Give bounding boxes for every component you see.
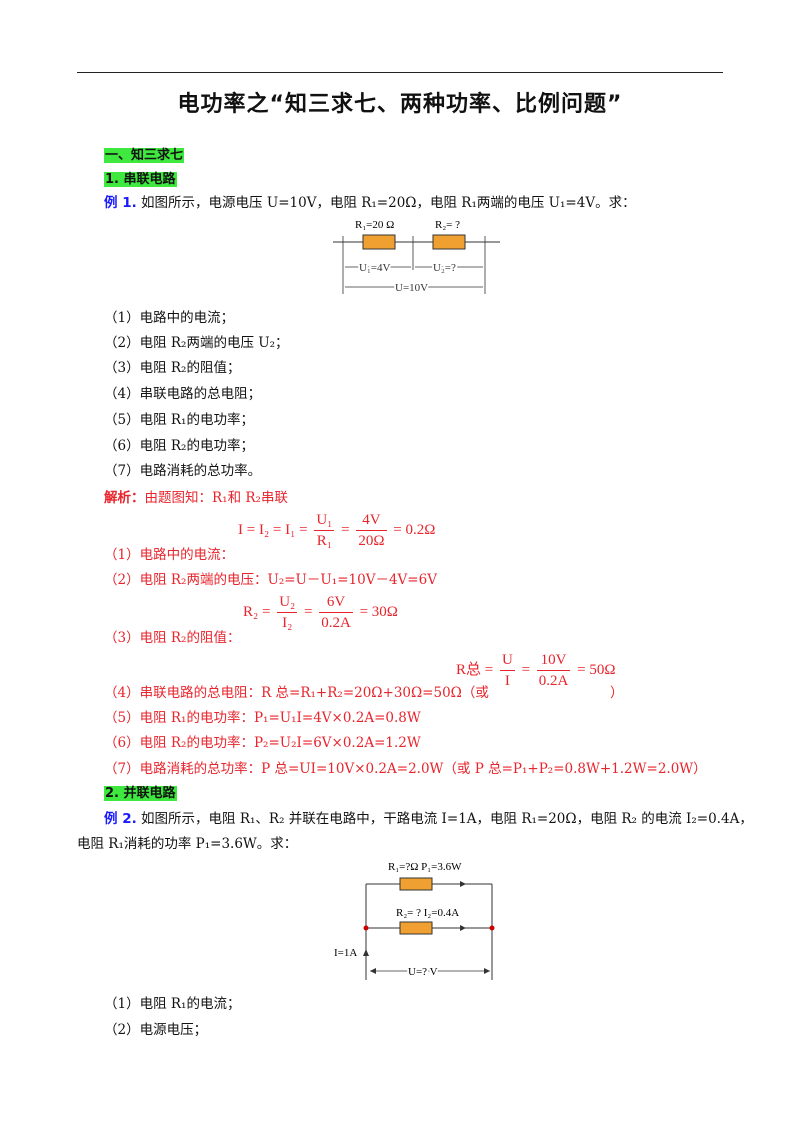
ex1-question-5: （5）电阻 R₁的电功率； xyxy=(104,412,254,428)
solution-label: 解析： xyxy=(104,490,145,506)
fig2-u-arrow-right xyxy=(484,968,490,974)
example2-line2: 电阻 R₁消耗的功率 P₁=3.6W。求： xyxy=(77,836,298,852)
solution-intro-text: 由题图知：R₁和 R₂串联 xyxy=(144,490,288,506)
top-rule xyxy=(77,72,723,73)
eq4-result: = 50Ω xyxy=(577,661,616,678)
eq1-equals: = xyxy=(341,521,350,538)
series-circuit-figure: R₁=20 Ω R₂= ? U₁=4V U₂=? U=10V xyxy=(333,219,500,296)
ex1-question-1: （1）电路中的电流； xyxy=(104,310,235,326)
fig2-mid-label: R₂= ? I₂=0.4A xyxy=(396,907,459,919)
eq1-den2: 20Ω xyxy=(358,533,385,549)
eq1-den: R₁ xyxy=(316,533,332,549)
sol-q6: （6）电阻 R₂的电功率：P₂=U₂I=6V×0.2A=1.2W xyxy=(104,735,421,751)
solution-intro: 解析：由题图知：R₁和 R₂串联 xyxy=(104,486,288,506)
eq4-den: I xyxy=(504,673,510,689)
resistor-r2 xyxy=(432,234,466,250)
equation-r2: R₂ = U₂ I₂ = 6V 0.2A = 30Ω xyxy=(243,592,398,633)
eq1-frac1: U₁ R₁ xyxy=(314,510,335,551)
eq4-equals: = xyxy=(521,661,531,678)
parallel-circuit-figure: R₁=?Ω P₁=3.6W R₂= ? I₂=0.4A I=1A U=? V xyxy=(334,861,495,980)
ex1-question-7: （7）电路消耗的总功率。 xyxy=(104,463,262,479)
resistor-r1 xyxy=(362,234,396,250)
fig1-u-label: U=10V xyxy=(395,282,428,294)
example2-label: 例 2. xyxy=(104,811,137,827)
sol-q1: （1）电路中的电流： xyxy=(104,547,235,563)
eq3-frac1: U₂ I₂ xyxy=(277,592,298,633)
section-heading: 一、知三求七 xyxy=(104,144,185,163)
eq3-frac2: 6V 0.2A xyxy=(319,592,353,633)
fig2-arrow-top xyxy=(460,881,466,887)
ex1-question-4: （4）串联电路的总电阻； xyxy=(104,386,262,402)
ex2-question-2: （2）电源电压； xyxy=(104,1022,208,1038)
eq4-den2: 0.2A xyxy=(538,673,569,689)
eq3-equals: = xyxy=(304,603,313,620)
fig2-u-arrow-left xyxy=(370,968,376,974)
subheading-parallel-text: 2. 并联电路 xyxy=(104,786,177,801)
eq4-left: R总 = xyxy=(456,661,494,678)
eq1-num: U₁ xyxy=(314,510,335,531)
eq3-den2: 0.2A xyxy=(321,615,351,631)
sol-q3: （3）电阻 R₂的阻值： xyxy=(104,630,241,646)
eq4-num: U xyxy=(499,650,515,671)
ex2-question-1: （1）电阻 R₁的电流； xyxy=(104,996,241,1012)
fig2-top-label: R₁=?Ω P₁=3.6W xyxy=(388,861,462,873)
fig1-u1-label: U₁=4V xyxy=(359,262,390,274)
page-title: 电功率之“知三求七、两种功率、比例问题” xyxy=(177,92,623,117)
fig2-u-label: U=? V xyxy=(408,966,438,978)
eq3-num: U₂ xyxy=(277,592,298,613)
ex1-question-2: （2）电阻 R₂两端的电压 U₂； xyxy=(104,335,289,351)
fig2-resistor-r2 xyxy=(399,921,433,935)
sol-q4-close: ） xyxy=(610,685,624,701)
ex1-question-3: （3）电阻 R₂的阻值； xyxy=(104,360,241,376)
sol-q7: （7）电路消耗的总功率：P 总=UI=10V×0.2A=2.0W（或 P 总=P… xyxy=(104,761,707,777)
eq1-result: = 0.2Ω xyxy=(393,521,436,538)
eq3-left: R₂ = xyxy=(243,603,271,620)
fig2-arrow-main xyxy=(363,949,369,956)
subheading-series: 1. 串联电路 xyxy=(104,168,177,187)
eq4-num2: 10V xyxy=(536,650,571,671)
sol-q5: （5）电阻 R₁的电功率：P₁=U₁I=4V×0.2A=0.8W xyxy=(104,710,421,726)
eq3-num2: 6V xyxy=(319,592,353,613)
example1-statement: 例 1. 如图所示，电源电压 U=10V，电阻 R₁=20Ω，电阻 R₁两端的电… xyxy=(104,191,636,211)
sol-q2: （2）电阻 R₂两端的电压：U₂=U－U₁=10V－4V=6V xyxy=(104,572,437,588)
example1-text: 如图所示，电源电压 U=10V，电阻 R₁=20Ω，电阻 R₁两端的电压 U₁=… xyxy=(141,195,636,211)
example2-text1: 如图所示，电阻 R₁、R₂ 并联在电路中，干路电流 I=1A，电阻 R₁=20Ω… xyxy=(141,811,753,827)
eq4-frac2: 10V 0.2A xyxy=(536,650,571,691)
eq3-den: I₂ xyxy=(282,615,293,631)
fig2-arrow-mid xyxy=(460,925,466,931)
fig1-r2-label: R₂= ? xyxy=(435,219,460,231)
sol-q4: （4）串联电路的总电阻：R 总=R₁+R₂=20Ω+30Ω=50Ω（或 xyxy=(104,685,489,701)
section-heading-text: 一、知三求七 xyxy=(104,148,185,163)
fig2-i-label: I=1A xyxy=(334,947,357,959)
example2-line1: 例 2. 如图所示，电阻 R₁、R₂ 并联在电路中，干路电流 I=1A，电阻 R… xyxy=(104,807,753,827)
subheading-series-text: 1. 串联电路 xyxy=(104,172,177,187)
fig2-resistor-r1 xyxy=(399,877,433,891)
fig2-node-right xyxy=(489,925,495,931)
eq1-num2: 4V xyxy=(356,510,387,531)
fig2-node-left xyxy=(363,925,369,931)
eq1-left: I = I₂ = I₁ = xyxy=(238,521,308,538)
fig1-u2-label: U₂=? xyxy=(433,262,456,274)
ex1-question-6: （6）电阻 R₂的电功率； xyxy=(104,438,254,454)
fig1-r1-label: R₁=20 Ω xyxy=(355,219,394,231)
eq3-result: = 30Ω xyxy=(359,603,398,620)
example1-label: 例 1. xyxy=(104,195,137,211)
subheading-parallel: 2. 并联电路 xyxy=(104,782,177,801)
